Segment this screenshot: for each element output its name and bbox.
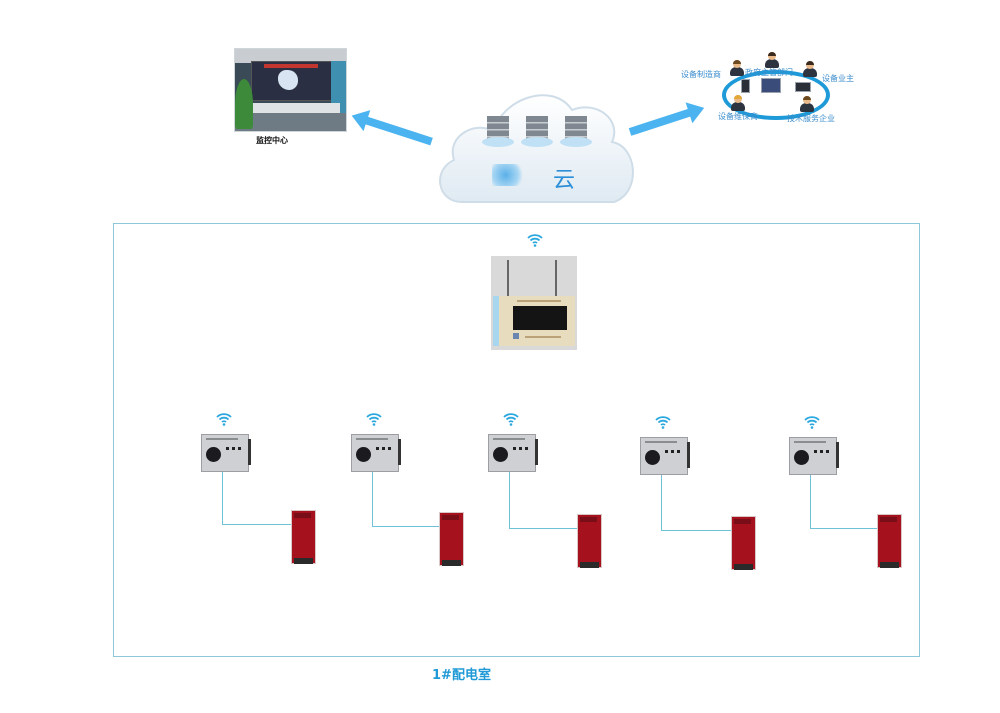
cloud-logo <box>492 164 526 186</box>
antenna <box>687 442 690 468</box>
video-wall <box>251 61 333 101</box>
gateway-device <box>491 256 577 350</box>
sensor-node <box>351 434 401 472</box>
arrow-to-monitoring-center <box>363 116 433 146</box>
cabinet-icon <box>291 510 316 564</box>
stakeholder-label-owner: 设备业主 <box>822 74 854 83</box>
ceiling <box>235 49 346 63</box>
wifi-icon <box>503 412 519 426</box>
knob <box>356 447 371 462</box>
connection-wire <box>661 475 732 531</box>
stakeholder-label-manufacturer: 设备制造商 <box>681 70 721 79</box>
knob <box>206 447 221 462</box>
gateway-body <box>493 296 575 346</box>
wifi-icon <box>804 415 820 429</box>
person-icon <box>731 95 745 111</box>
connection-wire <box>222 472 292 525</box>
gateway-screen <box>513 306 567 330</box>
distribution-room-label: 1#配电室 <box>432 668 491 683</box>
person-icon <box>800 96 814 112</box>
wifi-icon <box>216 412 232 426</box>
cabinet-icon <box>877 514 902 568</box>
sensor-node <box>201 434 251 472</box>
cloud-label: 云 <box>553 168 576 193</box>
wifi-icon <box>366 412 382 426</box>
person-icon <box>730 60 744 76</box>
monitoring-center-label: 监控中心 <box>256 136 288 145</box>
connection-wire <box>372 472 440 527</box>
stakeholder-label-government: 政府主管部门 <box>745 68 793 77</box>
antenna <box>555 260 557 302</box>
antenna <box>248 439 251 465</box>
knob <box>493 447 508 462</box>
cabinet-icon <box>439 512 464 566</box>
antenna <box>507 260 509 302</box>
phone-icon <box>741 79 750 93</box>
stakeholder-label-tech-service: 技术服务企业 <box>787 114 835 123</box>
floor <box>235 113 346 131</box>
sensor-node <box>488 434 538 472</box>
knob <box>645 450 660 465</box>
plant <box>235 79 253 129</box>
person-icon <box>803 61 817 77</box>
distribution-room-boundary <box>113 223 920 657</box>
person-icon <box>765 52 779 68</box>
server-icon <box>560 116 592 147</box>
antenna <box>836 442 839 468</box>
tablet-icon <box>761 78 781 93</box>
server-icon <box>482 116 514 147</box>
stakeholder-ring <box>722 70 830 120</box>
connection-wire <box>509 472 578 529</box>
antenna <box>535 439 538 465</box>
laptop-icon <box>795 82 811 92</box>
map-display <box>278 70 298 90</box>
cloud-icon <box>439 94 634 203</box>
side-wall <box>331 61 346 113</box>
cabinet-icon <box>731 516 756 570</box>
wifi-icon <box>527 233 543 247</box>
monitoring-center-photo <box>234 48 347 132</box>
console-desk <box>245 103 340 113</box>
antenna <box>398 439 401 465</box>
connection-wire <box>810 475 878 529</box>
wifi-icon <box>655 415 671 429</box>
knob <box>794 450 809 465</box>
stakeholder-label-maintainer: 设备维保商 <box>718 112 758 121</box>
sensor-node <box>640 437 690 475</box>
server-icon <box>521 116 553 147</box>
video-wall-title <box>264 64 318 68</box>
cabinet-icon <box>577 514 602 568</box>
sensor-node <box>789 437 839 475</box>
